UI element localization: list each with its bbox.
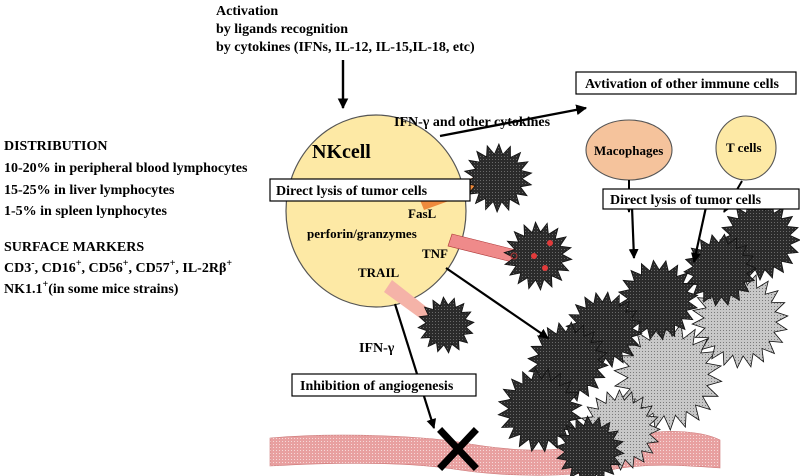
immune-activation-label: Avtivation of other immune cells xyxy=(585,77,779,92)
perforin-label: perforin/granzymes xyxy=(307,226,417,241)
angiogenesis-box xyxy=(291,373,477,397)
ifn-top-arrow xyxy=(439,104,588,138)
apoptotic-dot xyxy=(542,265,548,271)
macrophages-label: Macophages xyxy=(594,143,663,158)
ifn-bottom-label: IFN-γ xyxy=(359,341,395,356)
direct-lysis-box-right xyxy=(602,188,800,210)
fasl-label: FasL xyxy=(408,206,437,221)
right-direct-lysis-label: Direct lysis of tumor cells xyxy=(610,193,762,208)
distribution-item: 1-5% in spleen lynphocytes xyxy=(4,204,168,219)
tcell-cell xyxy=(715,115,777,181)
marker-cd56: CD56 xyxy=(89,261,123,276)
lysis-to-tumor-arrow-1 xyxy=(628,206,639,259)
marker-nk11: NK1.1+(in some mice strains) xyxy=(4,279,179,297)
tumor-cell-small xyxy=(417,296,475,354)
tumor-cell-small xyxy=(503,221,573,291)
immune-activation-box xyxy=(575,71,797,95)
direct-lysis-box-nk xyxy=(269,178,471,202)
distribution-item: 10-20% in peripheral blood lymphocytes xyxy=(4,161,248,176)
activation-ligands: by ligands recognition xyxy=(216,22,348,37)
ifn-bottom-arrow xyxy=(393,303,437,429)
tumor-mass xyxy=(497,199,800,476)
marker-cd57: CD57 xyxy=(135,261,169,276)
lysis-to-tumor-arrow-2 xyxy=(691,206,708,263)
nk-to-tumor-arrow xyxy=(445,267,549,339)
tumor-cell-dark xyxy=(617,259,699,341)
distribution-heading: DISTRIBUTION xyxy=(4,139,107,154)
nk-cell-title: NKcell xyxy=(312,141,371,163)
nk-direct-lysis-label: Direct lysis of tumor cells xyxy=(276,184,428,199)
small-tumor-cells xyxy=(417,142,573,354)
activation-cytokines: by cytokines (IFNs, IL-12, IL-15,IL-18, … xyxy=(216,40,475,55)
blocked-x-icon xyxy=(437,427,479,471)
trail-label: TRAIL xyxy=(358,265,400,280)
marker-cd16: CD16 xyxy=(42,261,76,276)
apoptotic-dot xyxy=(510,252,518,260)
marker-cd3: CD3 xyxy=(4,261,31,276)
tcells-label: T cells xyxy=(726,140,762,155)
surface-markers-heading: SURFACE MARKERS xyxy=(4,240,144,255)
tumor-cell-dark xyxy=(683,233,757,307)
trail-ray xyxy=(384,280,438,324)
tnf-ray xyxy=(447,233,517,263)
surface-markers-list: CD3-, CD16+, CD56+, CD57+, IL-2Rβ+ xyxy=(4,258,232,276)
tnf-label: TNF xyxy=(422,246,448,261)
marker-il2rb: IL-2Rβ xyxy=(182,261,226,276)
angiogenesis-label: Inhibition of angiogenesis xyxy=(300,379,454,394)
nk-cell xyxy=(285,114,467,308)
tumor-cell-dark xyxy=(497,367,583,453)
activation-title: Activation xyxy=(216,4,278,19)
tumor-cell-dark xyxy=(555,415,625,476)
apoptotic-dot xyxy=(547,240,553,246)
apoptotic-dot xyxy=(531,253,537,259)
ifn-top-label: IFN-γ and other cytokines xyxy=(394,115,551,130)
tumor-cell-small xyxy=(463,142,533,214)
distribution-item: 15-25% in liver lymphocytes xyxy=(4,183,175,198)
